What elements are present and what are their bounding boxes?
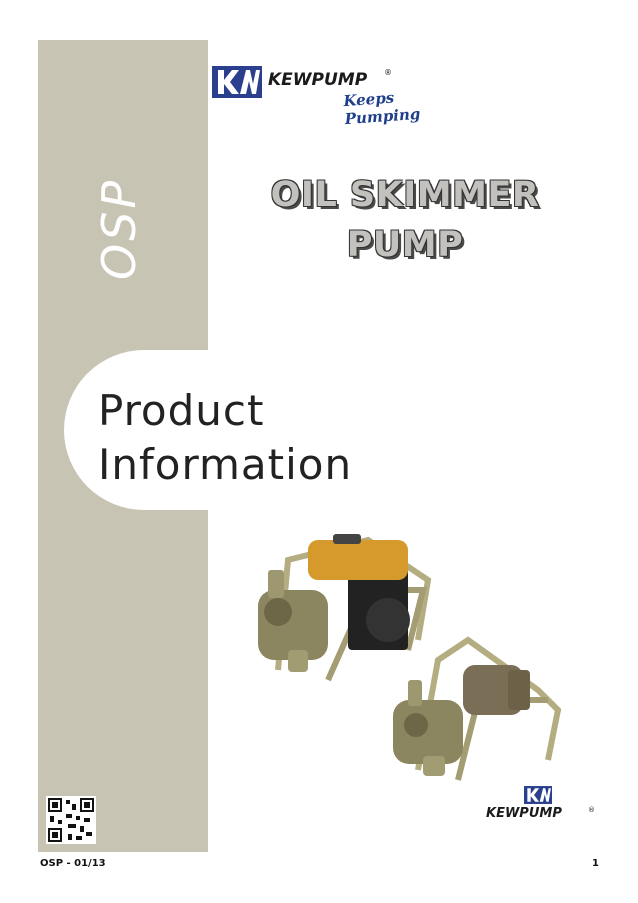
product-code-text: OSP <box>92 177 146 280</box>
heading-panel <box>64 350 424 510</box>
brand-tagline: Keeps Pumping <box>342 88 421 129</box>
page-title: OIL SKIMMER PUMP <box>240 170 570 270</box>
registered-mark: ® <box>384 68 392 77</box>
document-code: OSP - 01/13 <box>40 858 106 869</box>
page-number: 1 <box>592 858 599 869</box>
footer-brand-logo: KEWPUMP ® <box>484 786 604 826</box>
qr-code-icon <box>46 796 96 844</box>
heading-line-2: Information <box>98 440 353 489</box>
product-code-vertical: OSP <box>92 150 146 280</box>
kewpump-logo-icon <box>524 786 552 804</box>
title-line-2: PUMP <box>346 225 464 265</box>
kewpump-logo-icon <box>212 66 262 98</box>
heading-line-1: Product <box>98 386 265 435</box>
engine-pump-image <box>258 534 432 682</box>
title-line-1: OIL SKIMMER <box>270 175 540 215</box>
electric-motor-pump-image <box>393 636 562 781</box>
brand-name: KEWPUMP <box>268 70 368 90</box>
pump-illustrations <box>258 534 562 781</box>
footer-registered-mark: ® <box>588 806 595 814</box>
section-heading: Product Information <box>98 384 352 492</box>
footer-brand-name: KEWPUMP <box>486 806 562 821</box>
brand-logo: KEWPUMP ® Keeps Pumping <box>212 64 462 128</box>
